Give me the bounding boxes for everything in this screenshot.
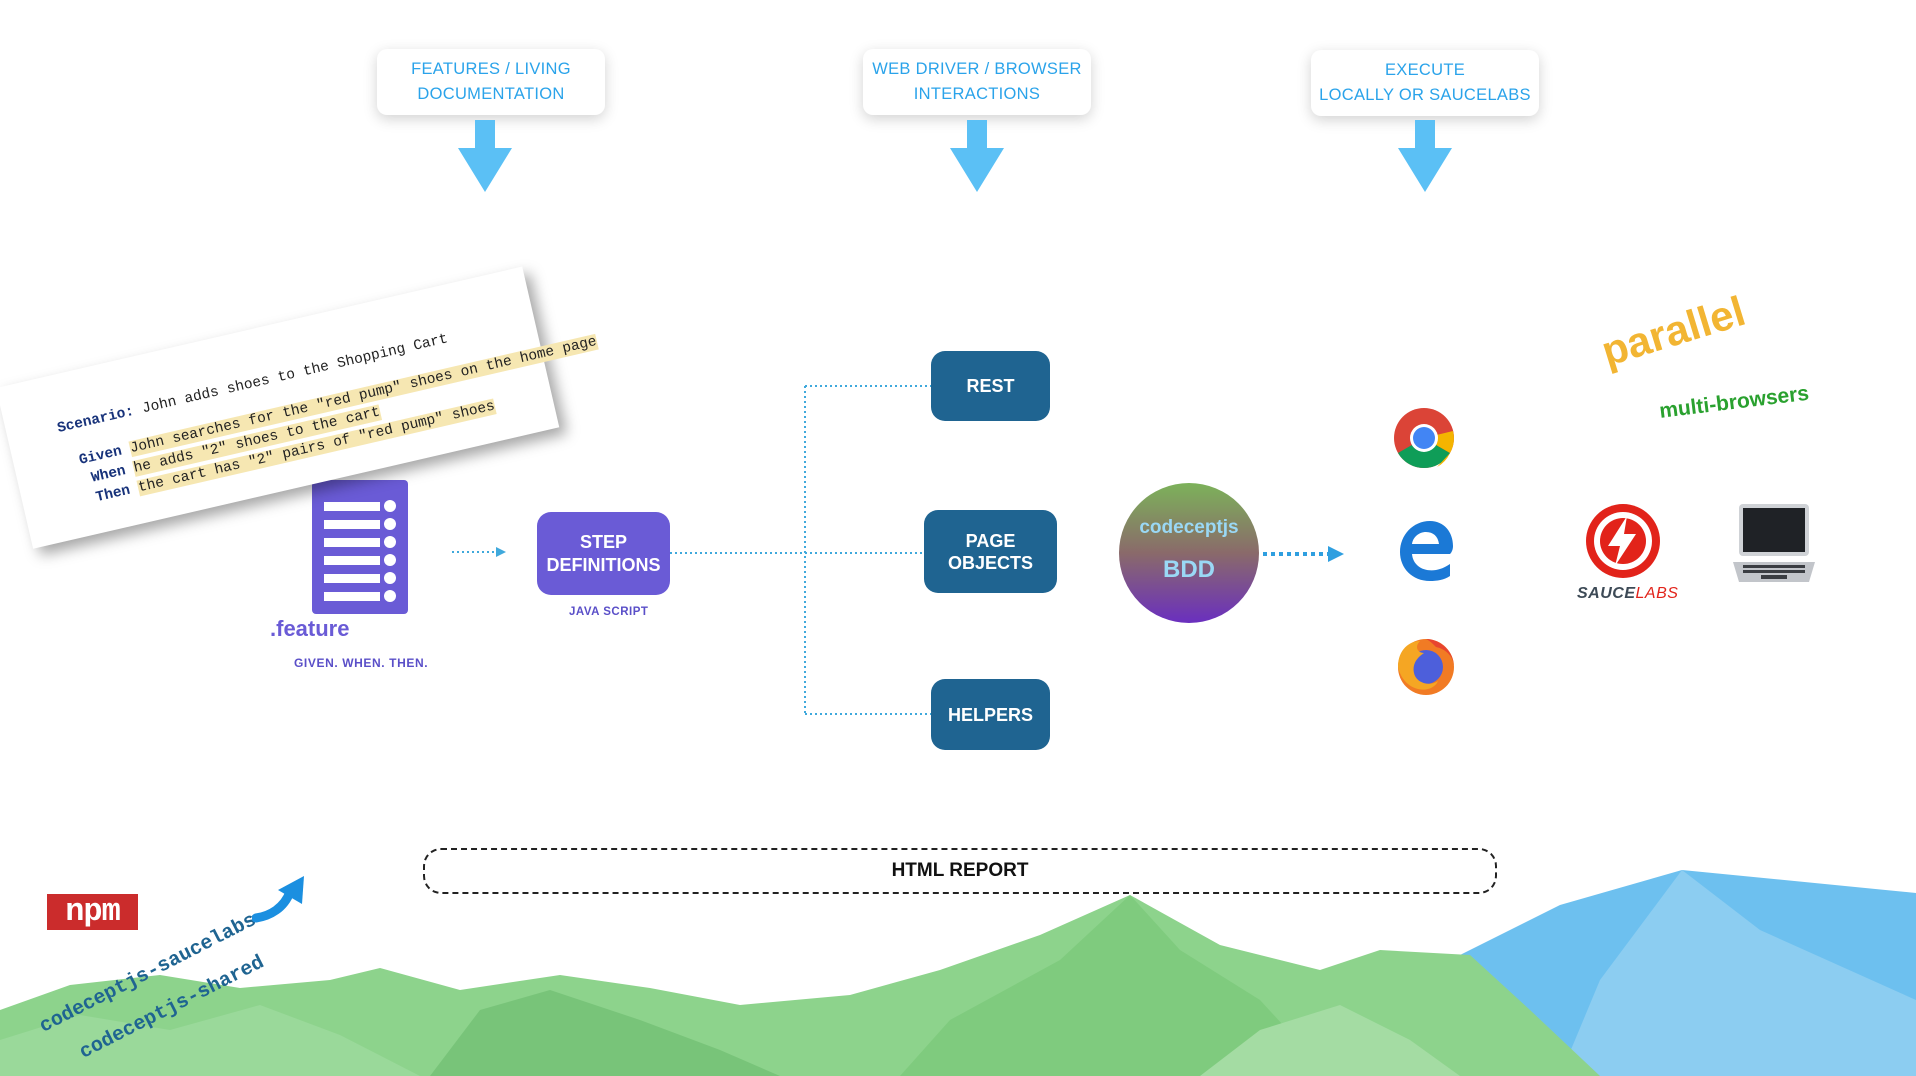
box-line: EXECUTE [1384,61,1466,79]
npm-logo-text: npm [65,893,121,930]
feature-document-icon [312,480,408,614]
curved-arrow-icon [252,876,304,923]
feature-label: .feature [270,616,350,641]
chrome-icon [1394,408,1454,469]
rest-node: REST [931,351,1050,421]
saucelabs-logo-icon [1586,504,1660,578]
step-line: DEFINITIONS [546,554,661,575]
down-arrow-icon [1398,120,1452,192]
feature-subtitle: GIVEN. WHEN. THEN. [294,656,429,670]
box-line: DOCUMENTATION [417,85,565,103]
labs-text: LABS [1635,585,1679,602]
firefox-icon [1398,639,1454,695]
webdriver-interactions-box: WEB DRIVER / BROWSER INTERACTIONS [863,49,1091,115]
page-objects-line: OBJECTS [947,552,1034,573]
page-objects-node: PAGE OBJECTS [924,510,1057,593]
box-line: FEATURES / LIVING [411,60,571,78]
bdd-bottom-label: BDD [1163,556,1215,583]
codeceptjs-bdd-circle: codeceptjs BDD [1119,483,1259,623]
step-subtitle: JAVA SCRIPT [569,606,649,618]
saucelabs-wordmark: SAUCELABS [1577,585,1678,603]
edge-icon [1400,521,1453,581]
execute-locally-box: EXECUTE LOCALLY OR SAUCELABS [1311,50,1539,116]
features-documentation-box: FEATURES / LIVING DOCUMENTATION [377,49,605,115]
html-report-box: HTML REPORT [423,848,1497,894]
sauce-text: SAUCE [1577,585,1636,602]
box-line: INTERACTIONS [913,85,1041,103]
step-definitions-node: STEP DEFINITIONS [537,512,670,595]
npm-logo: npm [47,894,138,930]
down-arrow-icon [458,120,512,192]
laptop-icon [1733,504,1815,582]
box-line: LOCALLY OR SAUCELABS [1319,86,1531,104]
bdd-top-label: codeceptjs [1139,517,1239,538]
helpers-node: HELPERS [931,679,1050,750]
step-line: STEP [579,531,627,552]
box-line: WEB DRIVER / BROWSER [872,60,1082,78]
down-arrow-icon [950,120,1004,192]
page-objects-line: PAGE [965,530,1016,551]
